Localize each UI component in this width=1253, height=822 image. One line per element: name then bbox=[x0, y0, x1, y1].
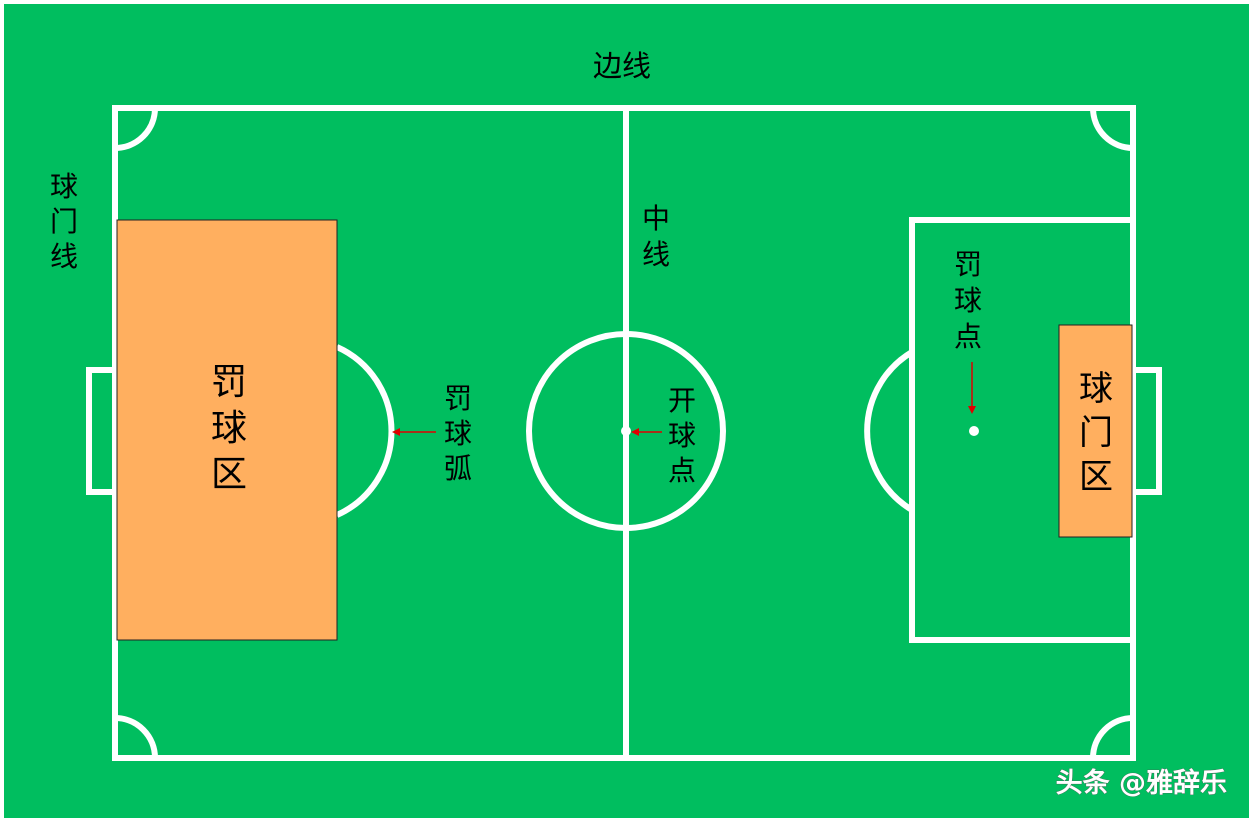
penalty-arc-label: 罚球弧 bbox=[444, 382, 472, 485]
corner-arc-bottom-right bbox=[1090, 715, 1134, 759]
halfway-line-label: 中线 bbox=[642, 202, 670, 271]
left-goal bbox=[86, 367, 115, 495]
penalty-spot-label: 罚球点 bbox=[954, 248, 982, 353]
penalty-area-label: 罚球区 bbox=[211, 362, 247, 495]
right-penalty-arc bbox=[864, 349, 914, 513]
kickoff-spot-label: 开球点 bbox=[668, 384, 696, 487]
right-penalty-area bbox=[909, 217, 1133, 643]
field-lines bbox=[86, 105, 1162, 761]
right-goal-area-highlight bbox=[1058, 324, 1133, 538]
corner-arc-top-right bbox=[1090, 107, 1134, 151]
left-penalty-arc bbox=[335, 344, 395, 518]
penalty-spot bbox=[969, 426, 979, 436]
goal-area-label: 球门区 bbox=[1079, 369, 1113, 497]
right-goal bbox=[1133, 367, 1162, 495]
left-penalty-area-highlight bbox=[116, 219, 338, 641]
touchline-label: 边线 bbox=[593, 49, 651, 83]
corner-arc-top-left bbox=[114, 107, 158, 151]
center-circle bbox=[526, 331, 726, 531]
corner-arc-bottom-left bbox=[114, 715, 158, 759]
kickoff-spot bbox=[621, 426, 631, 436]
watermark: 头条 @雅辞乐 bbox=[1056, 767, 1227, 799]
goal-line-label: 球门线 bbox=[50, 170, 78, 273]
